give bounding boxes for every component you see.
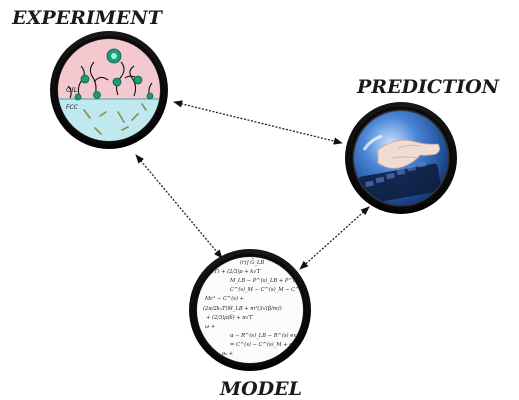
keyboard-hand-photo xyxy=(354,111,448,205)
model-node: (r)] Ḡ_LB f₁(T) + (2/3)ρ + k√T M_LB − P^… xyxy=(189,249,318,371)
svg-text:C^(s)_M − C^(s)_M − C^(s) exp: C^(s)_M − C^(s)_M − C^(s) exp xyxy=(230,286,318,293)
svg-text:(2π/2k₃T)Ṁ_LB + m²(3√(β/m)): (2π/2k₃T)Ṁ_LB + m²(3√(β/m)) xyxy=(203,305,282,312)
svg-text:ρ₀ +: ρ₀ + xyxy=(221,351,233,357)
experiment-title: EXPERIMENT xyxy=(11,7,164,29)
prediction-node xyxy=(345,102,457,214)
arrow-prediction-model xyxy=(299,206,370,270)
equations-illustration: (r)] Ḡ_LB f₁(T) + (2/3)ρ + k√T M_LB − P^… xyxy=(197,257,318,363)
svg-text:α − R^(s)_LB − R^(s) exp: α − R^(s)_LB − R^(s) exp xyxy=(230,332,300,339)
svg-text:(r)] Ḡ_LB: (r)] Ḡ_LB xyxy=(240,258,264,266)
droplets xyxy=(74,48,154,101)
experiment-node: OIL FCC xyxy=(50,31,168,149)
arrow-experiment-model xyxy=(135,154,223,259)
svg-text:Mc² − C^(s) +: Mc² − C^(s) + xyxy=(204,295,244,302)
arrow-experiment-prediction xyxy=(173,100,343,145)
oil-label: OIL xyxy=(66,86,78,94)
svg-text:ω +: ω + xyxy=(205,324,215,330)
svg-text:= C^(s) − C^(s)_M + α: = C^(s) − C^(s)_M + α xyxy=(230,341,293,348)
model-title: MODEL xyxy=(219,378,302,400)
water-label: FCC xyxy=(66,104,79,111)
svg-text:+ (2/3)ρ(δ) + π√T: + (2/3)ρ(δ) + π√T xyxy=(206,314,253,321)
svg-text:M_LB − P^(s)_LB + P^(s) exp: M_LB − P^(s)_LB + P^(s) exp xyxy=(229,277,311,284)
prediction-title: PREDICTION xyxy=(356,76,500,98)
svg-text:f₁(T) + (2/3)ρ + k√T: f₁(T) + (2/3)ρ + k√T xyxy=(207,268,261,275)
